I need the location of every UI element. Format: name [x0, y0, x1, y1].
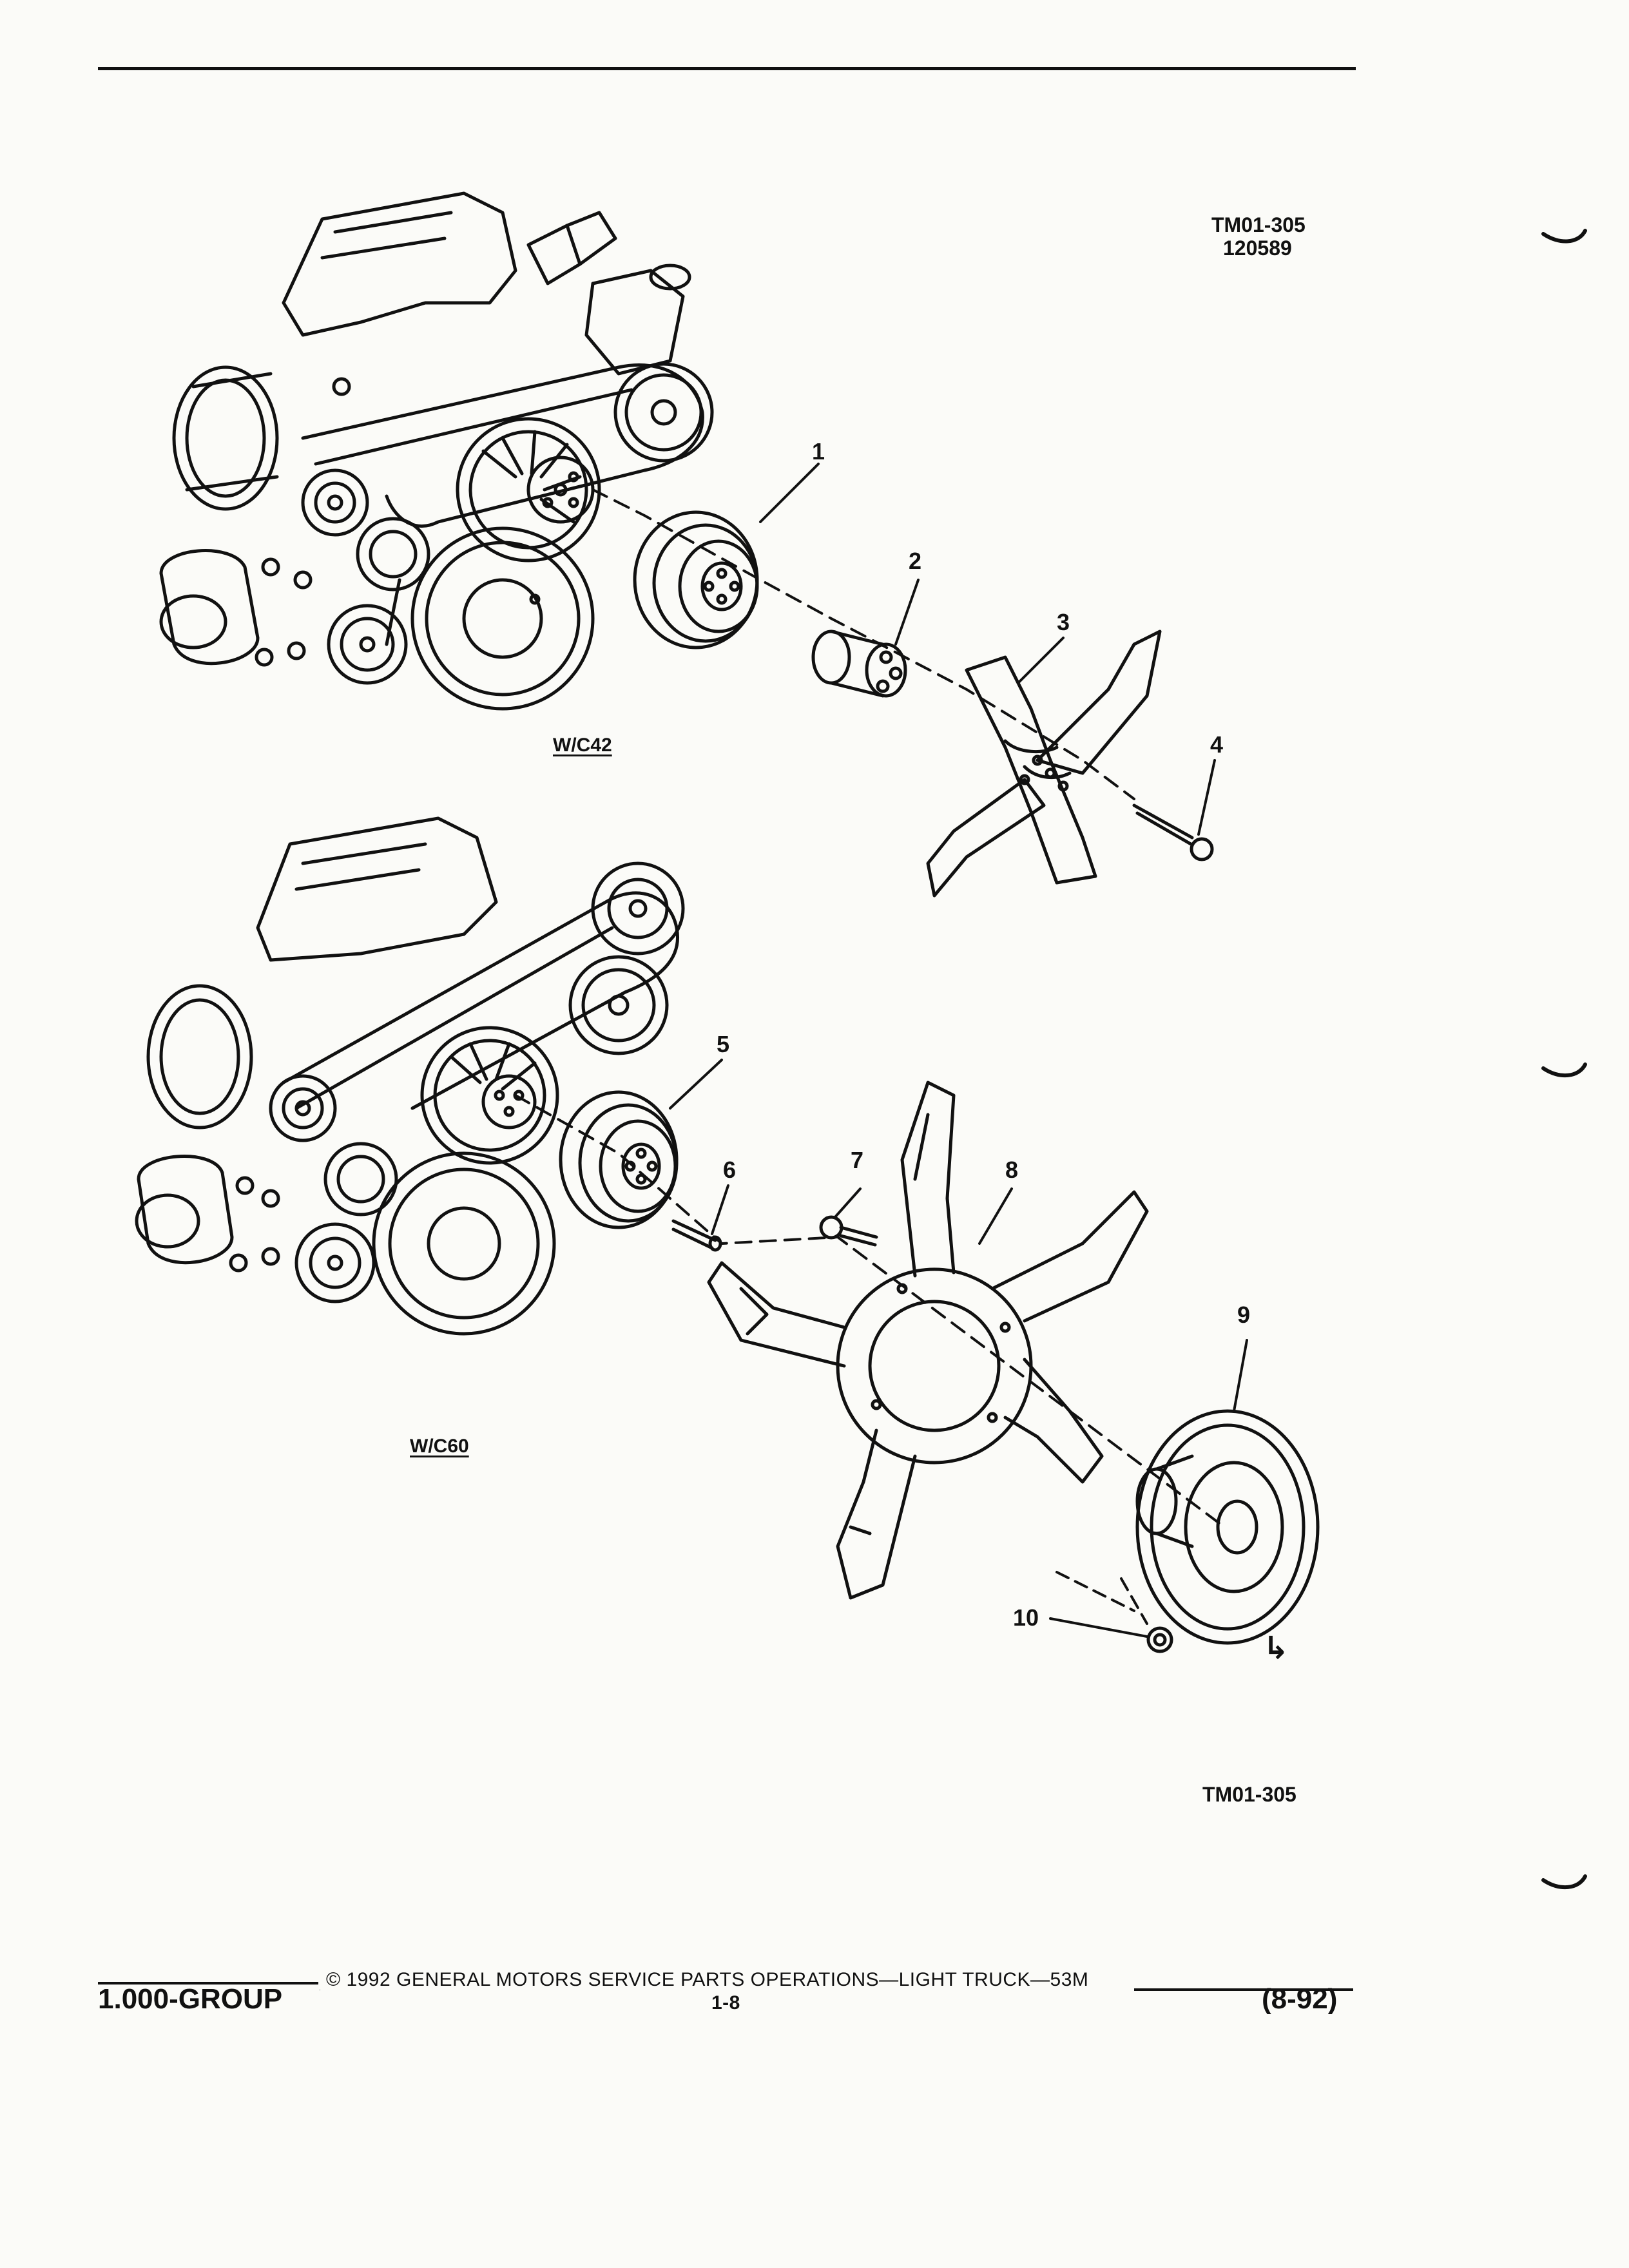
footer-group: 1.000-GROUP: [98, 1983, 283, 2015]
footer-copyright: © 1992 GENERAL MOTORS SERVICE PARTS OPER…: [326, 1969, 1089, 1990]
view-label-lower: W/C60: [410, 1436, 469, 1457]
part-7-bolt: [819, 1215, 878, 1247]
part-2-spacer: [811, 629, 907, 698]
top-rule: [98, 67, 1356, 70]
callout-9: 9: [1237, 1302, 1251, 1328]
part-8-fan: [707, 1081, 1149, 1600]
figure-date-code: 120589: [1223, 236, 1292, 260]
callout-3: 3: [1057, 609, 1070, 635]
callout-2: 2: [909, 548, 922, 574]
callout-10: 10: [1013, 1604, 1039, 1631]
footer-edition: (8-92): [1262, 1983, 1338, 2015]
part-5-pulley: [559, 1090, 679, 1229]
part-3-fan: [926, 629, 1162, 898]
lower-engine-assembly: [135, 816, 685, 1336]
part-4-bolt: [1132, 803, 1214, 861]
upper-engine-assembly: [159, 191, 714, 711]
part-10-nut: [1146, 1626, 1173, 1653]
part-9-fan-clutch: [1135, 1409, 1320, 1645]
part-1-pulley: [633, 510, 759, 649]
callout-8: 8: [1005, 1157, 1019, 1183]
figure-code: TM01-305: [1211, 213, 1306, 236]
callout-1: 1: [812, 438, 825, 465]
part-6-stud: [671, 1219, 722, 1252]
footer-page-number: 1-8: [711, 1992, 740, 2013]
callout-4: 4: [1210, 731, 1224, 758]
bottom-figure-code: TM01-305: [1202, 1783, 1296, 1806]
footer-group-underline: [98, 1982, 318, 1984]
callout-6: 6: [723, 1157, 737, 1183]
gm-logo-icon: ↳: [1263, 1631, 1289, 1666]
view-label-upper: W/C42: [553, 735, 612, 756]
footer-rule-right: [1134, 1988, 1353, 1991]
callout-7: 7: [851, 1147, 864, 1173]
callout-5: 5: [717, 1031, 730, 1057]
